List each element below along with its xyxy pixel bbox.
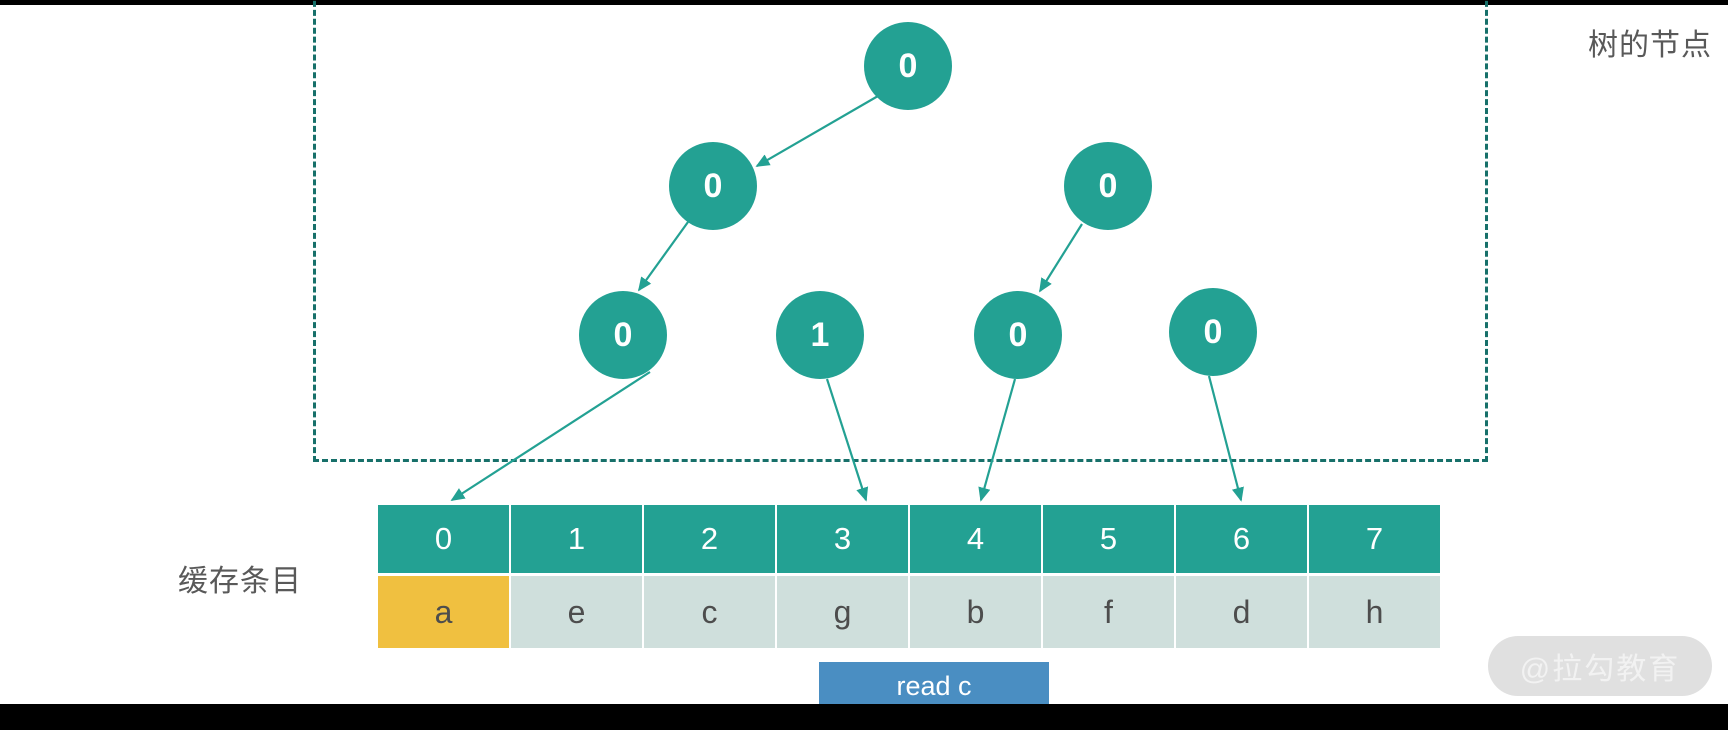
cache-value-cell: e bbox=[511, 576, 642, 648]
cache-index-cell: 4 bbox=[910, 505, 1041, 573]
cache-value-cell: c bbox=[644, 576, 775, 648]
cache-value-cell-highlighted: a bbox=[378, 576, 509, 648]
cache-index-cell: 3 bbox=[777, 505, 908, 573]
tree-node-label: 0 bbox=[613, 315, 633, 354]
cache-index-cell: 0 bbox=[378, 505, 509, 573]
tree-node-label: 0 bbox=[1203, 312, 1223, 351]
tree-region-label: 树的节点 bbox=[1588, 29, 1712, 62]
cache-index-cell: 6 bbox=[1176, 505, 1307, 573]
letterbox-top bbox=[0, 0, 1728, 5]
tree-node-l2b: 1 bbox=[776, 291, 864, 379]
tree-node-l2c: 0 bbox=[974, 291, 1062, 379]
tree-node-l1b: 0 bbox=[1064, 142, 1152, 230]
tree-node-label: 0 bbox=[1008, 315, 1028, 354]
tree-node-label: 0 bbox=[898, 46, 918, 85]
tree-node-l2d: 0 bbox=[1169, 288, 1257, 376]
cache-index-cell: 7 bbox=[1309, 505, 1440, 573]
cache-value-cell: h bbox=[1309, 576, 1440, 648]
tree-node-label: 0 bbox=[703, 166, 723, 205]
cache-index-cell: 1 bbox=[511, 505, 642, 573]
read-operation-button[interactable]: read c bbox=[819, 662, 1049, 710]
cache-index-cell: 5 bbox=[1043, 505, 1174, 573]
tree-node-label: 1 bbox=[810, 315, 830, 354]
tree-node-label: 0 bbox=[1098, 166, 1118, 205]
tree-region-box bbox=[313, 0, 1488, 462]
cache-value-cell: d bbox=[1176, 576, 1307, 648]
letterbox-bottom bbox=[0, 704, 1728, 730]
cache-entries-label: 缓存条目 bbox=[178, 565, 302, 598]
cache-value-cell: g bbox=[777, 576, 908, 648]
tree-node-l1a: 0 bbox=[669, 142, 757, 230]
tree-node-root: 0 bbox=[864, 22, 952, 110]
cache-value-cell: f bbox=[1043, 576, 1174, 648]
cache-index-cell: 2 bbox=[644, 505, 775, 573]
tree-node-l2a: 0 bbox=[579, 291, 667, 379]
cache-value-cell: b bbox=[910, 576, 1041, 648]
watermark-badge: @拉勾教育 bbox=[1488, 636, 1712, 696]
